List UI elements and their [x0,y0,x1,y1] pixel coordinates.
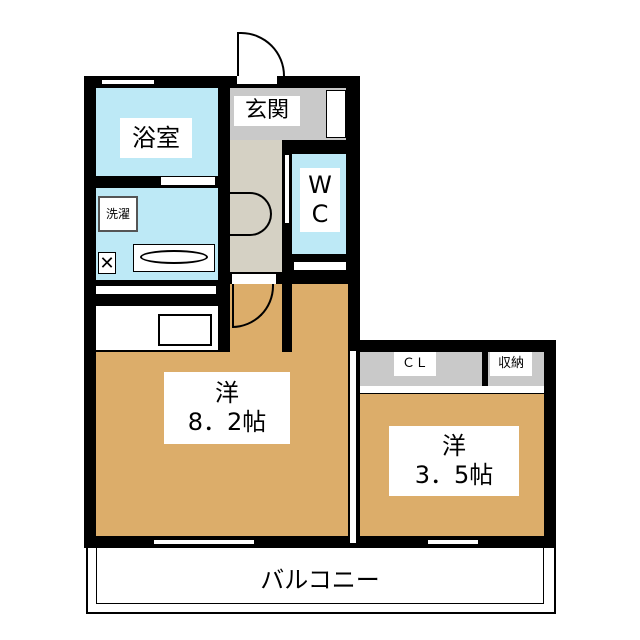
bath-door [160,176,216,186]
washroom-door-swing [228,192,272,236]
balcony-label: バルコニー [260,566,380,594]
living-window [154,539,254,545]
shoe-cabinet [326,90,346,138]
vanity-sink [133,244,215,272]
wc-door [284,154,290,224]
wc-label-w: W [308,171,332,200]
wc-label-c: C [311,200,329,228]
living-room-type: 洋 [215,379,239,408]
balcony [86,548,556,614]
entrance-door-frame [237,76,277,84]
closet-doors [360,386,544,394]
bedroom-type: 洋 [442,432,466,461]
bedroom-size: 3．5帖 [414,461,494,489]
closet-label: ＣＬ [394,352,436,376]
living-room-size: 8．2帖 [187,408,267,436]
storage-label: 収納 [490,352,532,376]
entrance-label: 玄関 [234,96,300,126]
washroom-opening [96,286,216,294]
living-door-frame [232,274,276,284]
entry-door-swing [237,32,285,76]
kitchen-sink [158,314,212,346]
bathroom-label: 浴室 [120,118,192,158]
bedroom-window [428,539,478,545]
laundry-label: 洗濯 [98,196,138,232]
wc-vent [294,262,346,270]
living-room-upper [292,284,348,354]
duct-x-icon: ✕ [98,252,116,274]
sliding-partition [349,350,357,544]
bath-window [102,79,154,85]
